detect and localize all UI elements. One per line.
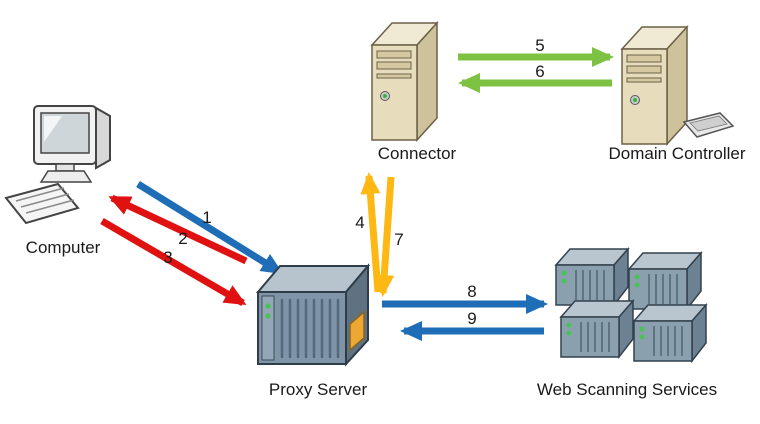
monitor-neck (55, 163, 75, 172)
web-scanning-services-node (555, 248, 707, 362)
computer-node (4, 105, 111, 225)
status-led (265, 303, 271, 309)
web-scan-rack-1 (555, 248, 629, 306)
arrow-3-computer-to-proxy (100, 217, 247, 307)
web-scan-rack-3 (560, 300, 634, 358)
web-scan-rack-2 (628, 252, 702, 310)
domain-controller-tower (621, 26, 688, 145)
arrow-4-number: 4 (355, 213, 364, 232)
arrow-2-proxy-to-computer (108, 194, 248, 265)
keyboard (4, 182, 80, 225)
screen-glare (44, 116, 62, 142)
web-scan-rack-4 (633, 304, 707, 362)
arrow-4-proxy-to-connector (360, 172, 382, 293)
arrow-9-number: 9 (467, 309, 476, 328)
arrow-6-number: 6 (535, 62, 544, 81)
proxy-left-panel (261, 295, 275, 361)
connector-label: Connector (378, 144, 457, 163)
computer-label: Computer (26, 238, 101, 257)
keyboard-keys (689, 115, 728, 132)
keyboard-row (15, 187, 65, 202)
arrow-7-number: 7 (394, 230, 403, 249)
keyboard-row (20, 193, 70, 208)
monitor-base (39, 170, 93, 183)
node-labels-layer: Computer Connector Domain Controller Pro… (26, 144, 746, 399)
arrow-8-number: 8 (467, 282, 476, 301)
arrow-7-connector-to-proxy (374, 176, 395, 297)
arrow-1-computer-to-proxy (136, 181, 284, 275)
connector-node (371, 22, 438, 141)
arrow-2-number: 2 (178, 229, 187, 248)
keyboard-row (25, 199, 75, 214)
proxy-server-label: Proxy Server (269, 380, 368, 399)
arrow-3-number: 3 (163, 248, 172, 267)
arrow-5-number: 5 (535, 36, 544, 55)
web-scanning-services-label: Web Scanning Services (537, 380, 717, 399)
monitor-side (95, 106, 111, 170)
domain-controller-node (621, 26, 735, 145)
arrow-numbers-layer: 1 2 3 4 5 6 7 8 9 (163, 36, 544, 328)
proxy-orange-module (349, 310, 365, 352)
proxy-server-node (255, 263, 371, 367)
arrow-1-number: 1 (202, 208, 211, 227)
domain-controller-label: Domain Controller (609, 144, 746, 163)
status-led (265, 313, 271, 319)
arrows-layer (100, 47, 614, 341)
